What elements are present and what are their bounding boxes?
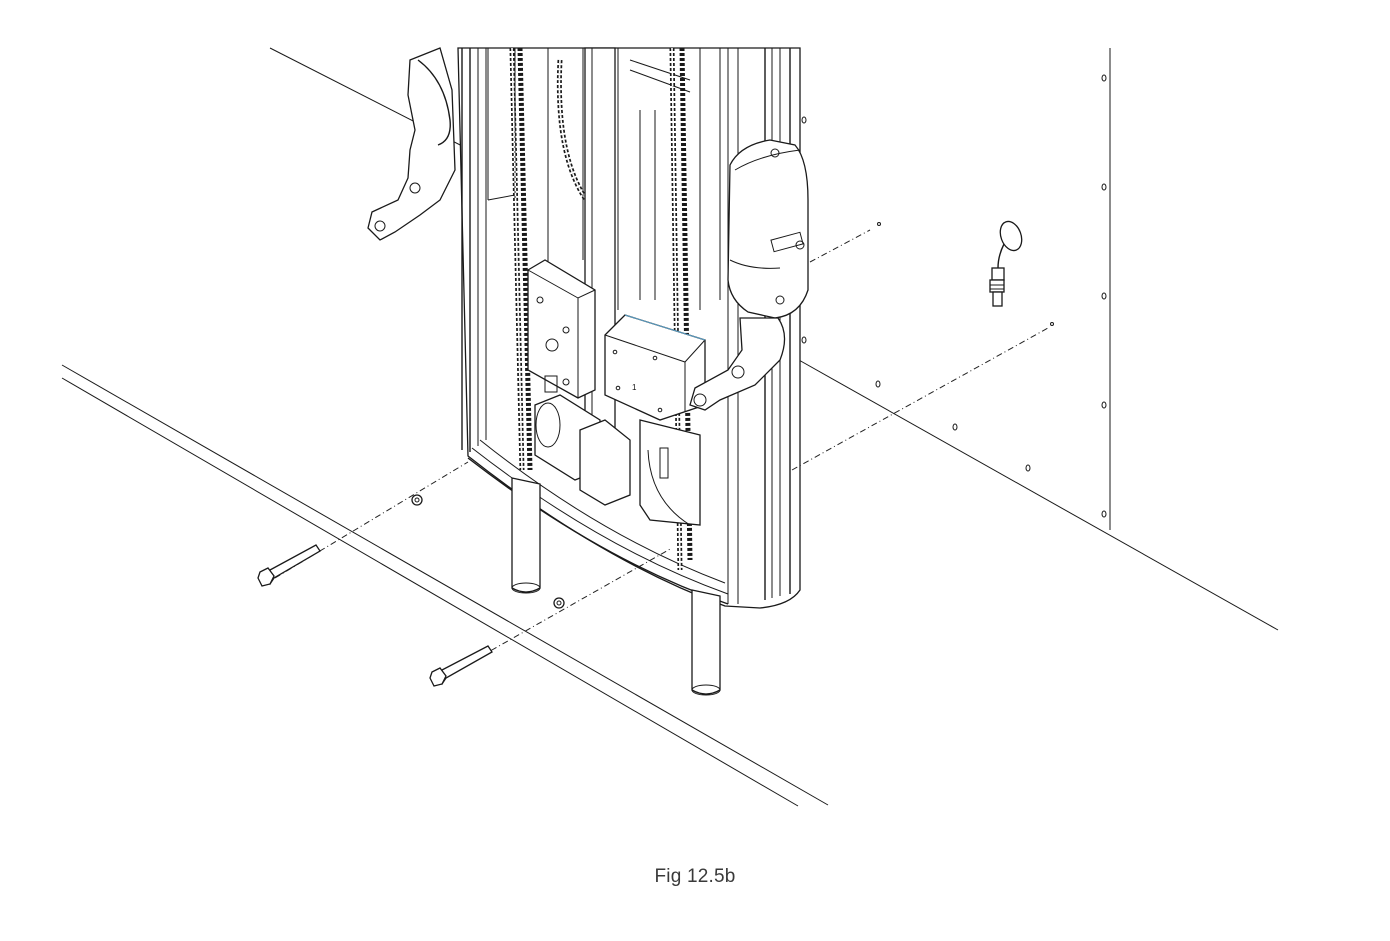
figure-caption: Fig 12.5b	[654, 866, 736, 887]
floor-lines	[61, 47, 1279, 807]
washers	[411, 494, 565, 609]
bolt-upper	[257, 544, 321, 587]
gear-motor	[534, 394, 701, 526]
left-bracket	[367, 47, 456, 241]
box-number-label: 1	[632, 383, 637, 392]
wall-holes	[801, 74, 1107, 518]
bolt-lower	[429, 645, 493, 687]
motor-housing	[527, 259, 596, 399]
small-fixings	[877, 222, 1054, 326]
legs	[511, 477, 721, 696]
sensor-pin	[989, 220, 1023, 307]
control-box: 1	[604, 314, 706, 421]
right-handle-housing	[689, 139, 809, 411]
